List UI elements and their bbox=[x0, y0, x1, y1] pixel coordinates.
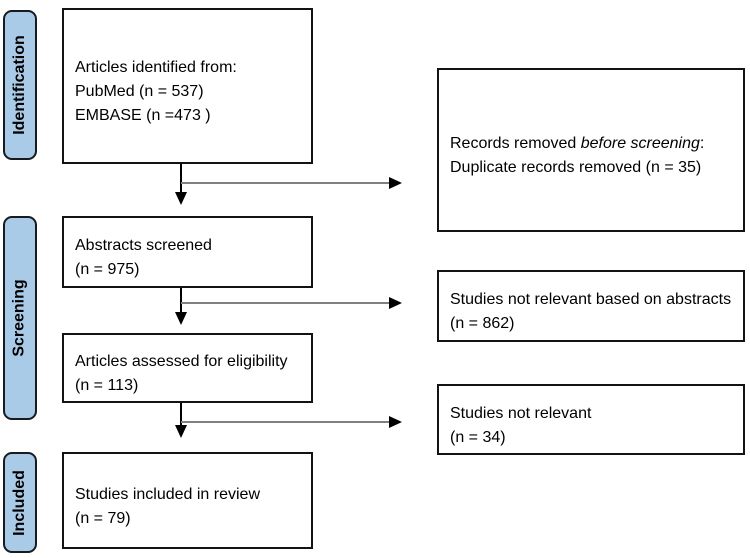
connector-right-line-1 bbox=[181, 182, 389, 184]
box-records-removed-text: Records removed before screening: Duplic… bbox=[450, 132, 704, 180]
stage-label-included: Included bbox=[3, 452, 37, 553]
box-text-line: Articles identified from: bbox=[75, 59, 237, 76]
arrowhead-down-icon bbox=[175, 192, 187, 205]
arrowhead-right-icon bbox=[389, 177, 402, 189]
box-abstracts-screened: Abstracts screened (n = 975) bbox=[62, 216, 313, 288]
box-studies-included-review: Studies included in review (n = 79) bbox=[62, 452, 313, 549]
box-text-line: PubMed (n = 537) bbox=[75, 83, 204, 100]
box-text-line: Records removed before screening: bbox=[450, 132, 704, 156]
stage-label-identification-text: Identification bbox=[11, 35, 28, 135]
stage-label-screening-text: Screening bbox=[11, 279, 29, 357]
box-studies-not-relevant-abstracts-text: Studies not relevant based on abstracts … bbox=[450, 288, 731, 336]
box-articles-identified: Articles identified from: PubMed (n = 53… bbox=[62, 8, 313, 164]
box-text-segment-italic: before screening bbox=[580, 135, 700, 152]
box-text-line: EMBASE (n =473 ) bbox=[75, 107, 211, 124]
box-text-segment: : bbox=[699, 135, 705, 152]
box-text-line: (n = 975) bbox=[75, 261, 140, 278]
arrowhead-down-icon bbox=[175, 312, 187, 325]
box-studies-not-relevant-text: Studies not relevant (n = 34) bbox=[450, 402, 591, 450]
box-text-line: (n = 79) bbox=[75, 509, 131, 527]
box-text-line: (n = 113) bbox=[75, 377, 139, 394]
arrowhead-right-icon bbox=[389, 416, 402, 428]
box-text-line: Abstracts screened bbox=[75, 237, 212, 254]
box-records-removed-before-screening: Records removed before screening: Duplic… bbox=[437, 68, 745, 232]
stage-label-included-text: Included bbox=[11, 469, 28, 536]
connector-right-line-2 bbox=[181, 302, 389, 304]
box-text-line: (n = 34) bbox=[450, 428, 506, 446]
box-text-segment: Records removed bbox=[450, 135, 581, 152]
stage-label-screening: Screening bbox=[3, 216, 37, 420]
box-text-line: Studies not relevant bbox=[450, 404, 592, 422]
box-text-line: (n = 862) bbox=[450, 315, 515, 332]
box-studies-included-text: Studies included in review (n = 79) bbox=[75, 483, 260, 531]
box-studies-not-relevant: Studies not relevant (n = 34) bbox=[437, 384, 745, 455]
box-text-line: Studies not relevant based on abstracts bbox=[450, 291, 732, 308]
box-abstracts-screened-text: Abstracts screened (n = 975) bbox=[75, 234, 212, 282]
box-articles-assessed-text: Articles assessed for eligibility (n = 1… bbox=[75, 350, 288, 398]
box-text-line: Duplicate records removed (n = 35) bbox=[450, 159, 702, 176]
arrowhead-down-icon bbox=[175, 425, 187, 438]
connector-down-line-3 bbox=[180, 403, 182, 425]
box-studies-not-relevant-abstracts: Studies not relevant based on abstracts … bbox=[437, 270, 745, 342]
box-text-line: Articles assessed for eligibility bbox=[75, 353, 288, 370]
arrowhead-right-icon bbox=[389, 297, 402, 309]
box-text-line: Studies included in review bbox=[75, 485, 260, 503]
connector-down-line-1 bbox=[180, 164, 182, 192]
box-articles-identified-text: Articles identified from: PubMed (n = 53… bbox=[75, 56, 237, 128]
stage-label-identification: Identification bbox=[3, 10, 37, 160]
connector-down-line-2 bbox=[180, 288, 182, 312]
connector-right-line-3 bbox=[181, 421, 389, 423]
box-articles-assessed-eligibility: Articles assessed for eligibility (n = 1… bbox=[62, 333, 313, 403]
